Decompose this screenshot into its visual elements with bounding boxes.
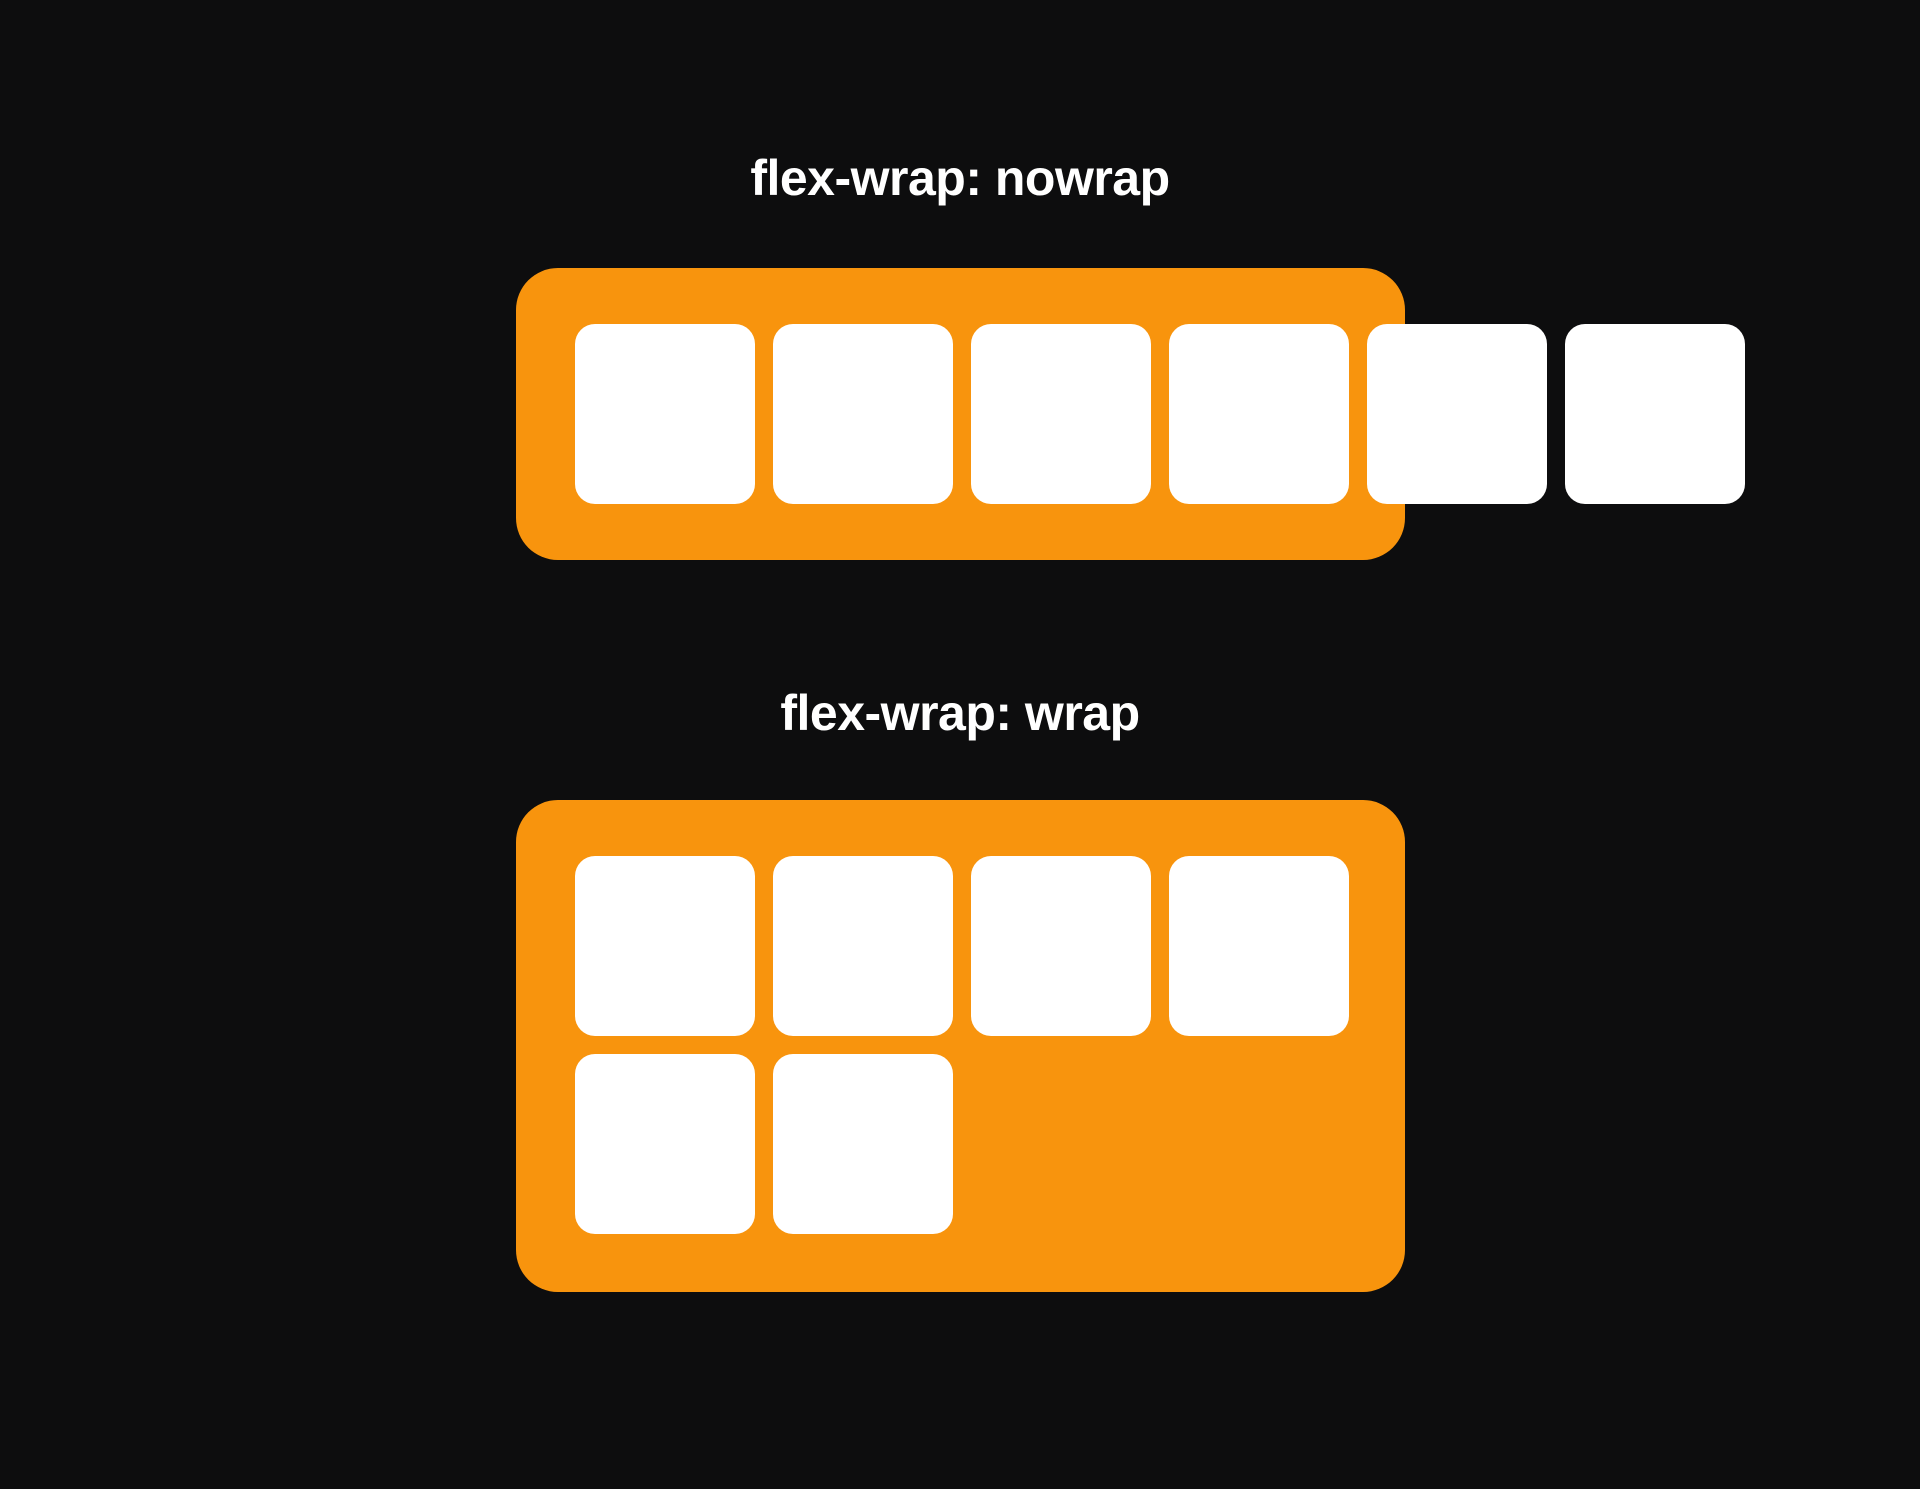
flex-item xyxy=(1169,324,1349,504)
nowrap-section-title: flex-wrap: nowrap xyxy=(750,150,1170,206)
flex-item xyxy=(575,856,755,1036)
flex-item xyxy=(773,324,953,504)
nowrap-flex-container xyxy=(516,268,1745,560)
wrap-section-title: flex-wrap: wrap xyxy=(780,685,1140,741)
flex-item-overflowing xyxy=(1367,324,1547,504)
flex-item xyxy=(773,856,953,1036)
wrap-flex-container xyxy=(516,800,1405,1292)
flex-item-wrapped xyxy=(575,1054,755,1234)
flex-item xyxy=(575,324,755,504)
flex-item xyxy=(971,856,1151,1036)
flex-item xyxy=(971,324,1151,504)
flex-item-wrapped xyxy=(773,1054,953,1234)
flex-item-overflowing xyxy=(1565,324,1745,504)
flex-item xyxy=(1169,856,1349,1036)
